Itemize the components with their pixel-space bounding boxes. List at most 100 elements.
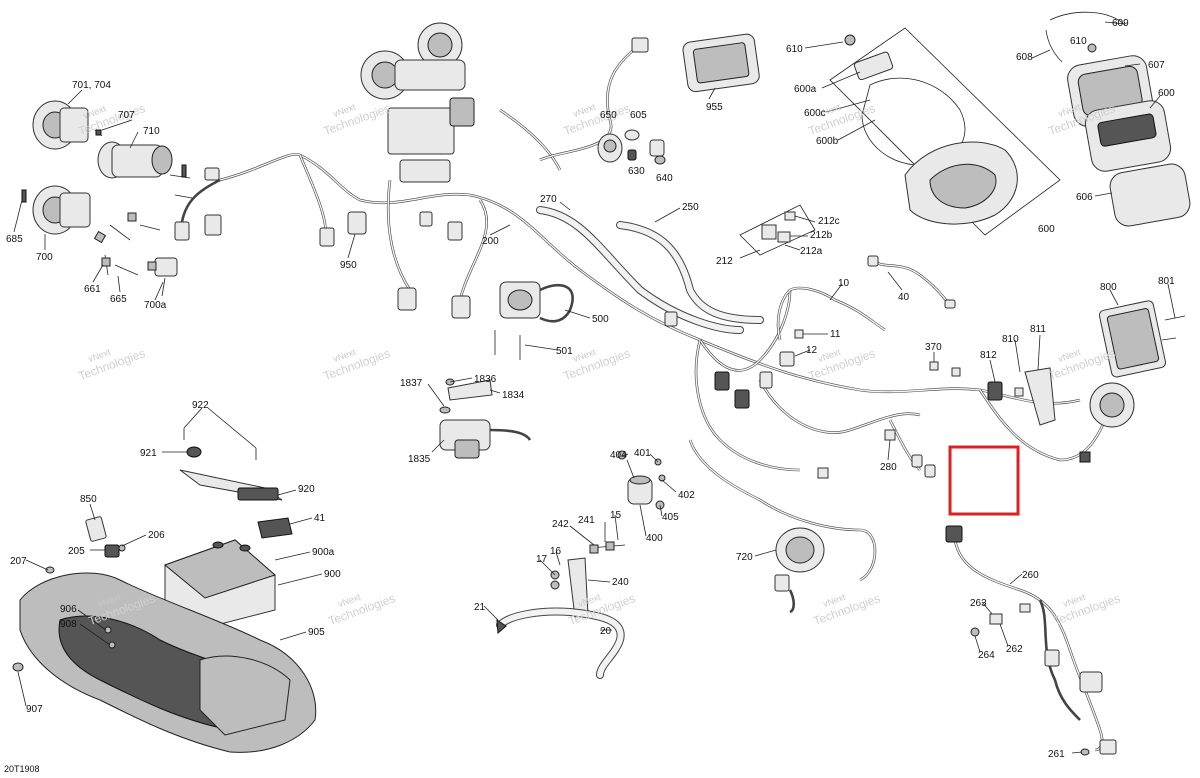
callout-907: 907: [26, 704, 43, 715]
callout-250: 250: [682, 202, 699, 213]
gauge-cluster-box-600: [829, 27, 1061, 236]
connector-cluster-left: [174, 167, 222, 241]
callout-810: 810: [1002, 334, 1019, 345]
callout-241: 241: [578, 515, 595, 526]
callout-40: 40: [898, 292, 910, 303]
callout-212: 212: [716, 256, 733, 267]
display-955: [682, 33, 760, 93]
connector-top-center: [631, 37, 649, 53]
callout-950: 950: [340, 260, 357, 271]
callout-labels: 701, 704 707 710 685 700 661 665 700a 95…: [6, 18, 1175, 760]
callout-240: 240: [612, 577, 629, 588]
cable-40: [867, 255, 956, 309]
cable-20-21: [496, 607, 625, 679]
callout-260: 260: [1022, 570, 1039, 581]
callout-610-gauge: 610: [1070, 36, 1087, 47]
callout-1835: 1835: [408, 454, 431, 465]
callout-280: 280: [880, 462, 897, 473]
switch-605-630-640: [624, 129, 666, 165]
component-701-704: [32, 100, 89, 150]
switch-650: [597, 133, 623, 163]
leader-lines: [13, 21, 1176, 754]
battery-tray-905: [12, 566, 317, 753]
callout-661: 661: [84, 284, 101, 295]
fuse-850-205-206: [85, 516, 126, 558]
drawing-code: 20T1908: [4, 764, 40, 774]
callout-700a: 700a: [144, 300, 167, 311]
callout-701-704: 701, 704: [72, 80, 111, 91]
connectors-280: [817, 429, 1091, 479]
callout-600c: 600c: [804, 108, 826, 119]
callout-812: 812: [980, 350, 997, 361]
callout-402: 402: [678, 490, 695, 501]
horn-component: [1089, 382, 1135, 428]
watermark-text: Technologies: [811, 591, 882, 628]
callout-920: 920: [298, 484, 315, 495]
callout-906: 906: [60, 604, 77, 615]
watermark-text: Technologies: [561, 101, 632, 138]
callout-606: 606: [1076, 192, 1093, 203]
callout-242: 242: [552, 519, 569, 530]
callout-600-box: 600: [1038, 224, 1055, 235]
watermark-text: Technologies: [1046, 346, 1117, 383]
watermark-text: Technologies: [806, 101, 877, 138]
throttle-body-assembly: [360, 22, 475, 183]
callout-710: 710: [143, 126, 160, 137]
callout-370: 370: [925, 342, 942, 353]
callout-207: 207: [10, 556, 27, 567]
cable-260: [945, 525, 1117, 756]
bolts-707-685: [21, 129, 193, 276]
callout-10: 10: [838, 278, 850, 289]
component-500: [494, 281, 574, 360]
component-710: [97, 141, 173, 179]
sensor-700a: [147, 257, 178, 297]
callout-801: 801: [1158, 276, 1175, 287]
watermark-text: Technologies: [321, 101, 392, 138]
callout-600-gauge: 600: [1158, 88, 1175, 99]
hold-down-920: [179, 428, 283, 501]
callout-850: 850: [80, 494, 97, 505]
relays-212: [739, 204, 816, 256]
callout-1834: 1834: [502, 390, 525, 401]
battery-900: [164, 539, 276, 629]
callout-900: 900: [324, 569, 341, 580]
callout-609: 609: [1112, 18, 1129, 29]
callout-12: 12: [806, 345, 818, 356]
callout-270: 270: [540, 194, 557, 205]
callout-600b: 600b: [816, 136, 839, 147]
callout-908: 908: [60, 619, 77, 630]
callout-262: 262: [1006, 644, 1023, 655]
watermark-text: Technologies: [1051, 591, 1122, 628]
callout-501: 501: [556, 346, 573, 357]
callout-212a: 212a: [800, 246, 823, 257]
callout-720: 720: [736, 552, 753, 563]
callout-206: 206: [148, 530, 165, 541]
callout-212c: 212c: [818, 216, 840, 227]
callout-605: 605: [630, 110, 647, 121]
gauge-600-exploded: [1045, 11, 1191, 227]
watermark-text: Technologies: [321, 346, 392, 383]
callout-685: 685: [6, 234, 23, 245]
callout-607: 607: [1148, 60, 1165, 71]
callout-1836: 1836: [474, 374, 497, 385]
callout-1837: 1837: [400, 378, 423, 389]
connectors-11-12: [664, 311, 804, 409]
callout-212b: 212b: [810, 230, 833, 241]
ecu-800: [1098, 300, 1186, 378]
callout-264: 264: [978, 650, 995, 661]
cover-41: [257, 517, 293, 539]
callout-16: 16: [550, 546, 562, 557]
connectors-center-harness: [319, 211, 471, 319]
headlight-720: [774, 527, 825, 614]
callout-665: 665: [110, 294, 127, 305]
callout-263: 263: [970, 598, 987, 609]
callout-650: 650: [600, 110, 617, 121]
callout-600a: 600a: [794, 84, 817, 95]
callout-955: 955: [706, 102, 723, 113]
callout-608: 608: [1016, 52, 1033, 63]
watermark-text: Technologies: [76, 346, 147, 383]
callout-640: 640: [656, 173, 673, 184]
callout-400: 400: [646, 533, 663, 544]
